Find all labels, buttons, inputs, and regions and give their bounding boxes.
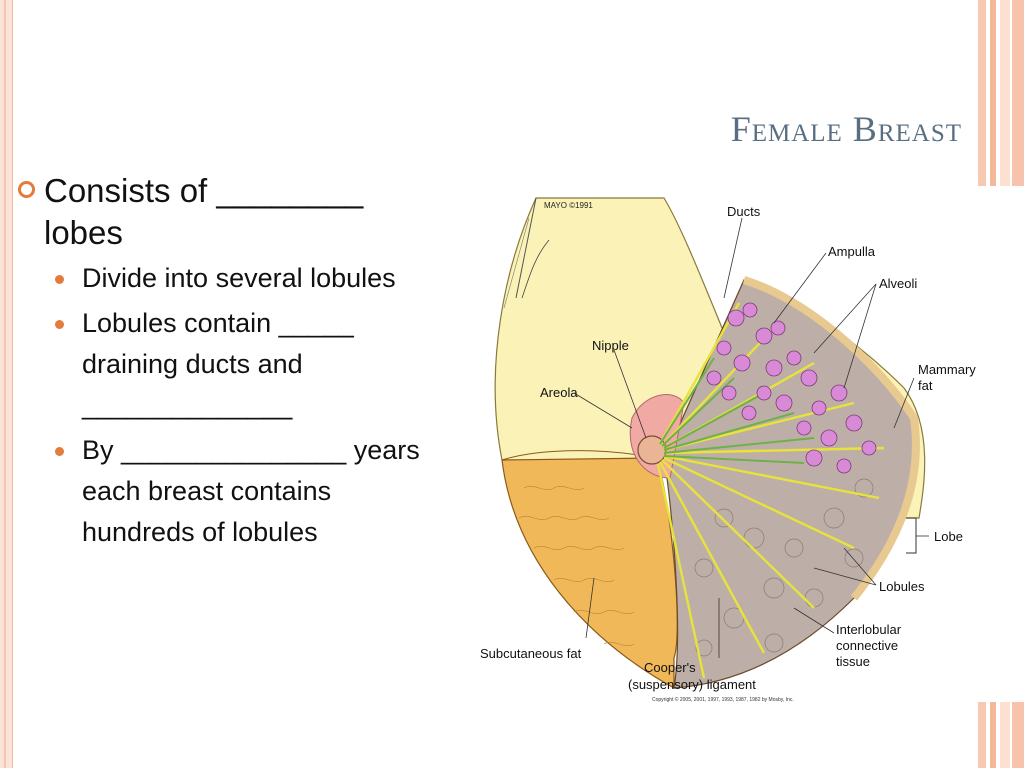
sub-bullet-text: By _______________ years each breast con… <box>82 435 420 547</box>
slide-frame-left <box>0 0 13 768</box>
label-ducts: Ducts <box>727 204 761 219</box>
slide-frame-right <box>978 0 1024 768</box>
dot-bullet-icon <box>55 275 64 284</box>
breast-anatomy-illustration: MAYO ©1991 Ducts Ampulla Alveoli Nipple … <box>480 197 976 703</box>
label-lobules: Lobules <box>879 579 925 594</box>
sub-bullet: By _______________ years each breast con… <box>55 430 438 553</box>
label-coopers-line1: Cooper's <box>644 660 696 675</box>
label-subcutaneous-fat: Subcutaneous fat <box>480 646 582 661</box>
label-interlobular-line3: tissue <box>836 654 870 669</box>
slide-title: Female Breast <box>730 109 962 149</box>
dot-bullet-icon <box>55 447 64 456</box>
main-bullet: Consists of ________ lobes <box>18 170 438 254</box>
main-bullet-text: Consists of ________ lobes <box>44 172 364 251</box>
ring-bullet-icon <box>18 181 35 198</box>
sub-bullet-text: Lobules contain _____ draining ducts and… <box>82 308 354 420</box>
label-areola: Areola <box>540 385 578 400</box>
label-lobe: Lobe <box>934 529 963 544</box>
label-alveoli: Alveoli <box>879 276 917 291</box>
figure-copyright: Copyright © 2005, 2001, 1997, 1993, 1987… <box>652 696 794 703</box>
label-mammary-fat-line1: Mammary <box>918 362 976 377</box>
breast-anatomy-figure: MAYO ©1991 Ducts Ampulla Alveoli Nipple … <box>474 188 994 708</box>
label-coopers-line2: (suspensory) ligament <box>628 677 756 692</box>
dot-bullet-icon <box>55 320 64 329</box>
label-ampulla: Ampulla <box>828 244 876 259</box>
sub-bullet: Divide into several lobules <box>55 258 438 299</box>
figure-credit: MAYO ©1991 <box>544 201 593 210</box>
label-interlobular-line2: connective <box>836 638 898 653</box>
label-nipple: Nipple <box>592 338 629 353</box>
sub-bullet-text: Divide into several lobules <box>82 263 396 293</box>
sub-bullet: Lobules contain _____ draining ducts and… <box>55 303 438 426</box>
label-interlobular-line1: Interlobular <box>836 622 902 637</box>
bullet-list: Consists of ________ lobes Divide into s… <box>18 170 438 557</box>
label-mammary-fat-line2: fat <box>918 378 933 393</box>
